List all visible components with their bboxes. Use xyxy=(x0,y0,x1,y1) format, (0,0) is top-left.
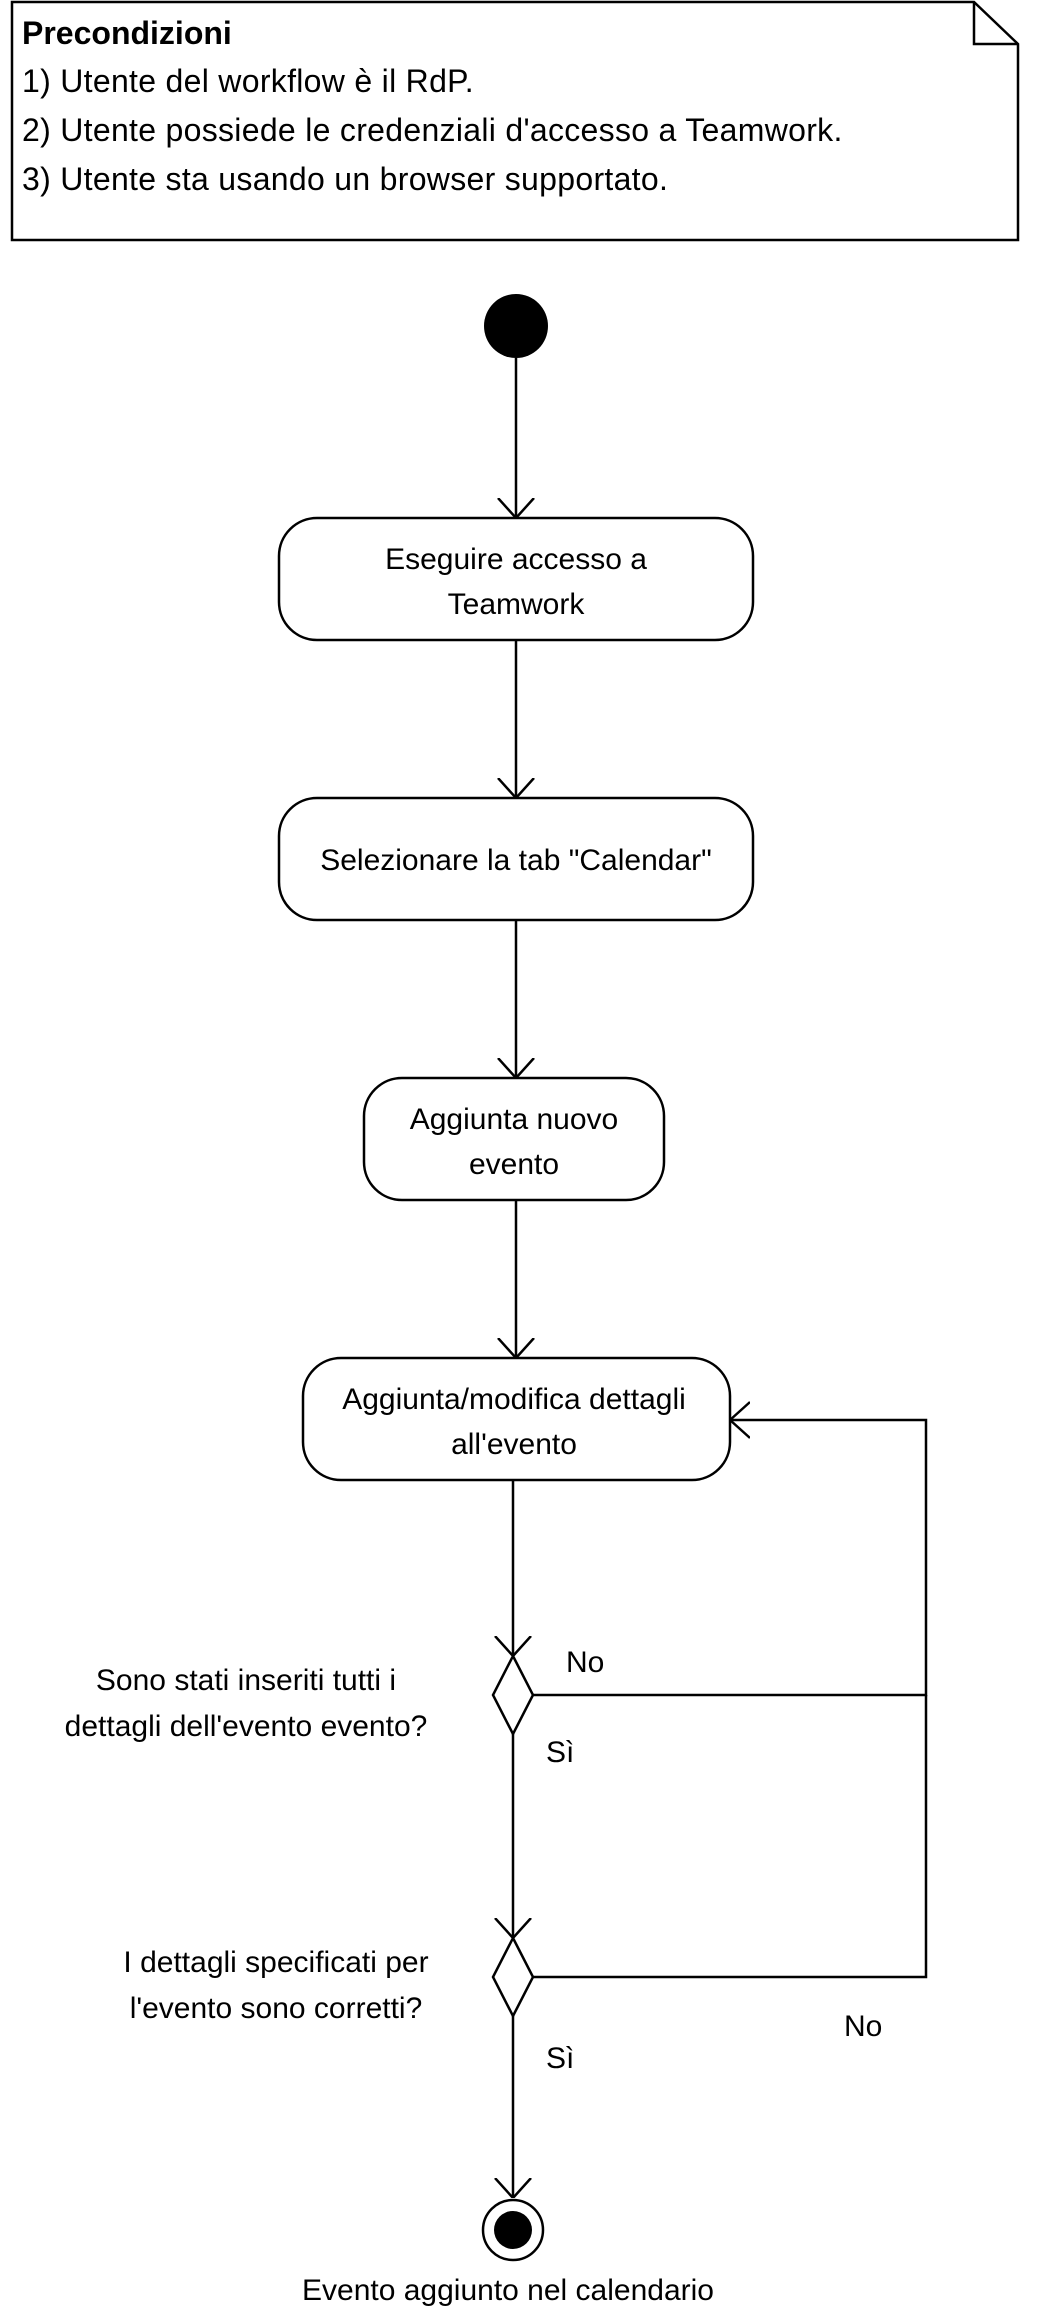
activity-edit-details: Aggiunta/modifica dettagli all'evento xyxy=(301,1356,732,1482)
note-line-2: 2) Utente possiede le credenziali d'acce… xyxy=(22,112,843,148)
final-label: Evento aggiunto nel calendario xyxy=(302,2274,714,2307)
decision-all-inserted-diamond xyxy=(491,1653,535,1737)
activity-calendar-line-1: Selezionare la tab "Calendar" xyxy=(320,844,712,877)
note-shape xyxy=(10,0,1020,242)
preconditions-note: Precondizioni 1) Utente del workflow è i… xyxy=(10,0,1020,242)
decision-correct-yes-label: Sì xyxy=(546,2042,574,2075)
decision-all-inserted-yes-label: Sì xyxy=(546,1736,574,1769)
decision-correct: I dettagli specificati per l'evento sono… xyxy=(123,1935,882,2075)
decision-all-inserted: Sono stati inseriti tutti i dettagli del… xyxy=(65,1646,605,1769)
activity-edit-details-line-2: all'evento xyxy=(451,1428,577,1461)
activity-login-line-2: Teamwork xyxy=(448,588,586,621)
activity-login-box xyxy=(277,516,755,642)
decision-all-inserted-no-label: No xyxy=(566,1646,604,1679)
activity-calendar-box xyxy=(277,796,755,922)
decision-correct-diamond xyxy=(491,1935,535,2019)
activity-calendar: Selezionare la tab "Calendar" xyxy=(277,796,755,922)
activity-login: Eseguire accesso a Teamwork xyxy=(277,516,755,642)
edge-decision-2-no-loop xyxy=(533,1695,928,1979)
note-fold xyxy=(972,2,1018,46)
decision-correct-no-label: No xyxy=(844,2010,882,2043)
decision-correct-question-line-1: I dettagli specificati per xyxy=(123,1946,428,1979)
final-node-dot xyxy=(494,2211,532,2249)
activity-new-event: Aggiunta nuovo evento xyxy=(362,1076,666,1202)
decision-correct-question-line-2: l'evento sono corretti? xyxy=(130,1992,423,2025)
activity-login-line-1: Eseguire accesso a xyxy=(385,543,647,576)
edge-decision-1-no-loop xyxy=(533,1420,928,1697)
decision-all-inserted-question-line-1: Sono stati inseriti tutti i xyxy=(96,1664,396,1697)
note-line-3: 3) Utente sta usando un browser supporta… xyxy=(22,161,668,197)
note-title: Precondizioni xyxy=(22,15,232,51)
activity-new-event-box xyxy=(362,1076,666,1202)
activity-edit-details-line-1: Aggiunta/modifica dettagli xyxy=(342,1383,686,1416)
note-line-1: 1) Utente del workflow è il RdP. xyxy=(22,63,474,99)
activity-new-event-line-1: Aggiunta nuovo xyxy=(410,1103,619,1136)
initial-node xyxy=(484,294,548,358)
final-node: Evento aggiunto nel calendario xyxy=(302,2198,714,2307)
decision-all-inserted-question-line-2: dettagli dell'evento evento? xyxy=(65,1710,428,1743)
activity-edit-details-box xyxy=(301,1356,732,1482)
activity-new-event-line-2: evento xyxy=(469,1148,559,1181)
